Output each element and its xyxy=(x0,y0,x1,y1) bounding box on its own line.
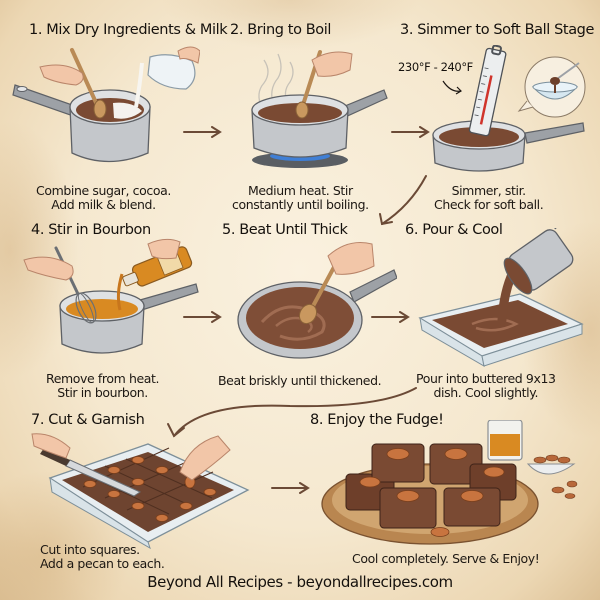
step-1-illustration xyxy=(10,45,200,170)
step-5-title: 5. Beat Until Thick xyxy=(222,222,348,238)
step-5-caption: Beat briskly until thickened. xyxy=(218,373,382,388)
caption-line: Stir in bourbon. xyxy=(57,385,148,400)
step-4-caption: Remove from heat. Stir in bourbon. xyxy=(46,371,160,400)
caption-line: Simmer, stir. xyxy=(451,183,527,198)
step-2-title: 2. Bring to Boil xyxy=(230,22,332,38)
step-3-title: 3. Simmer to Soft Ball Stage xyxy=(400,22,595,38)
step-6-caption: Pour into buttered 9x13 dish. Cool sligh… xyxy=(416,372,556,400)
step-2-illustration xyxy=(240,48,390,173)
caption-line: Cool completely. Serve & Enjoy! xyxy=(352,551,540,566)
step-8-illustration xyxy=(320,420,590,550)
caption-line: Beat briskly until thickened. xyxy=(218,373,382,388)
step-7-illustration xyxy=(30,430,255,550)
step-3-caption: Simmer, stir. Check for soft ball. xyxy=(434,183,544,212)
caption-line: dish. Cool slightly. xyxy=(433,385,539,400)
caption-line: Pour into buttered 9x13 xyxy=(416,371,556,386)
step-2-caption: Medium heat. Stir constantly until boili… xyxy=(232,184,369,212)
step-1-caption: Combine sugar, cocoa. Add milk & blend. xyxy=(36,184,171,212)
step-5-illustration xyxy=(232,240,397,370)
caption-line: Medium heat. Stir xyxy=(247,183,353,198)
step-3-illustration xyxy=(415,45,600,175)
arrow-right-icon xyxy=(183,126,222,138)
cut-squares-pecans-icon xyxy=(31,433,250,550)
caption-line: Add a pecan to each. xyxy=(40,556,165,571)
skillet-beating-icon xyxy=(237,242,397,359)
step-4-illustration xyxy=(20,238,205,368)
arrow-right-icon xyxy=(271,482,310,494)
arrow-right-icon xyxy=(371,311,410,323)
saucepan-cocoa-milk-icon xyxy=(12,46,200,163)
caption-line: Check for soft ball. xyxy=(434,197,544,212)
step-1-title: 1. Mix Dry Ingredients & Milk xyxy=(29,22,228,38)
step-7-title: 7. Cut & Garnish xyxy=(31,412,145,428)
caption-line: Remove from heat. xyxy=(46,371,160,386)
step-4-title: 4. Stir in Bourbon xyxy=(31,222,151,238)
footer-credit: Beyond All Recipes - beyondallrecipes.co… xyxy=(147,573,453,591)
fudge-platter-icon xyxy=(321,420,578,545)
step-7-caption: Cut into squares. Add a pecan to each. xyxy=(40,543,165,571)
caption-line: Add milk & blend. xyxy=(51,197,156,212)
arrow-curve-down-left-icon xyxy=(379,175,427,226)
pour-glass-dish-icon xyxy=(418,228,584,367)
step-6-illustration xyxy=(412,228,592,368)
bourbon-pour-whisk-icon xyxy=(23,238,199,354)
saucepan-thermometer-icon xyxy=(432,45,586,172)
caption-line: Cut into squares. xyxy=(40,542,140,557)
saucepan-gas-burner-icon xyxy=(251,50,388,168)
arrow-right-icon xyxy=(183,311,222,323)
step-8-caption: Cool completely. Serve & Enjoy! xyxy=(352,551,540,566)
temperature-label: 230°F - 240°F xyxy=(398,60,473,74)
step-8-title: 8. Enjoy the Fudge! xyxy=(310,412,444,428)
arrow-curve-down-left-icon xyxy=(167,387,417,438)
caption-line: constantly until boiling. xyxy=(232,197,369,212)
arrow-right-icon xyxy=(391,126,430,138)
caption-line: Combine sugar, cocoa. xyxy=(36,183,171,198)
step-6-title: 6. Pour & Cool xyxy=(405,222,503,238)
